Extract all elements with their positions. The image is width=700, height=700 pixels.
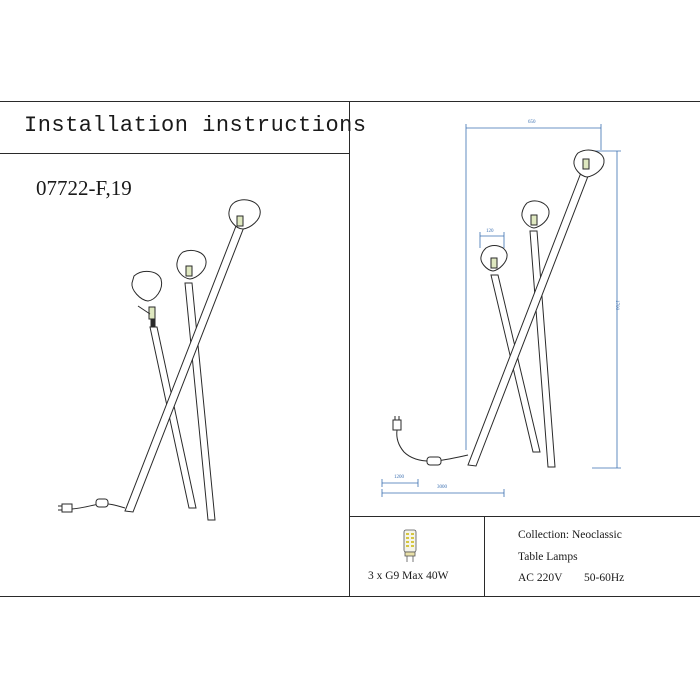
- power-cable-right: [396, 429, 469, 462]
- plug-left: [61, 503, 73, 513]
- product-type-label: Table Lamps: [518, 551, 578, 563]
- collection-label: Collection: Neoclassic: [518, 529, 622, 541]
- plug-right: [392, 419, 402, 431]
- bulb-holder-middle: [185, 265, 193, 277]
- lamp-shade-middle: [176, 249, 207, 280]
- frame-center-divider: [349, 101, 350, 596]
- title-separator-line: [0, 153, 349, 154]
- spec-divider-line: [484, 516, 485, 596]
- bulb-spec-label: 3 x G9 Max 40W: [368, 570, 449, 582]
- cable-switch-right: [426, 456, 442, 466]
- dim-base-large-label: 3000: [437, 485, 447, 490]
- spec-top-line: [349, 516, 700, 517]
- model-number: 07722-F,19: [36, 176, 132, 200]
- lamp-shade-left: [131, 271, 163, 302]
- frame-bottom-line: [0, 596, 700, 597]
- frame-top-line: [0, 101, 700, 102]
- page-title: Installation instructions: [24, 113, 367, 138]
- dim-base-small-label: 1200: [394, 475, 404, 480]
- voltage-label: AC 220V: [518, 572, 563, 584]
- bulb-holder-right: [236, 215, 244, 227]
- dim-width-label: 650: [528, 120, 536, 125]
- frequency-label: 50-60Hz: [584, 572, 625, 584]
- cable-switch-left: [95, 498, 109, 508]
- dim-shade-label: 120: [486, 229, 494, 234]
